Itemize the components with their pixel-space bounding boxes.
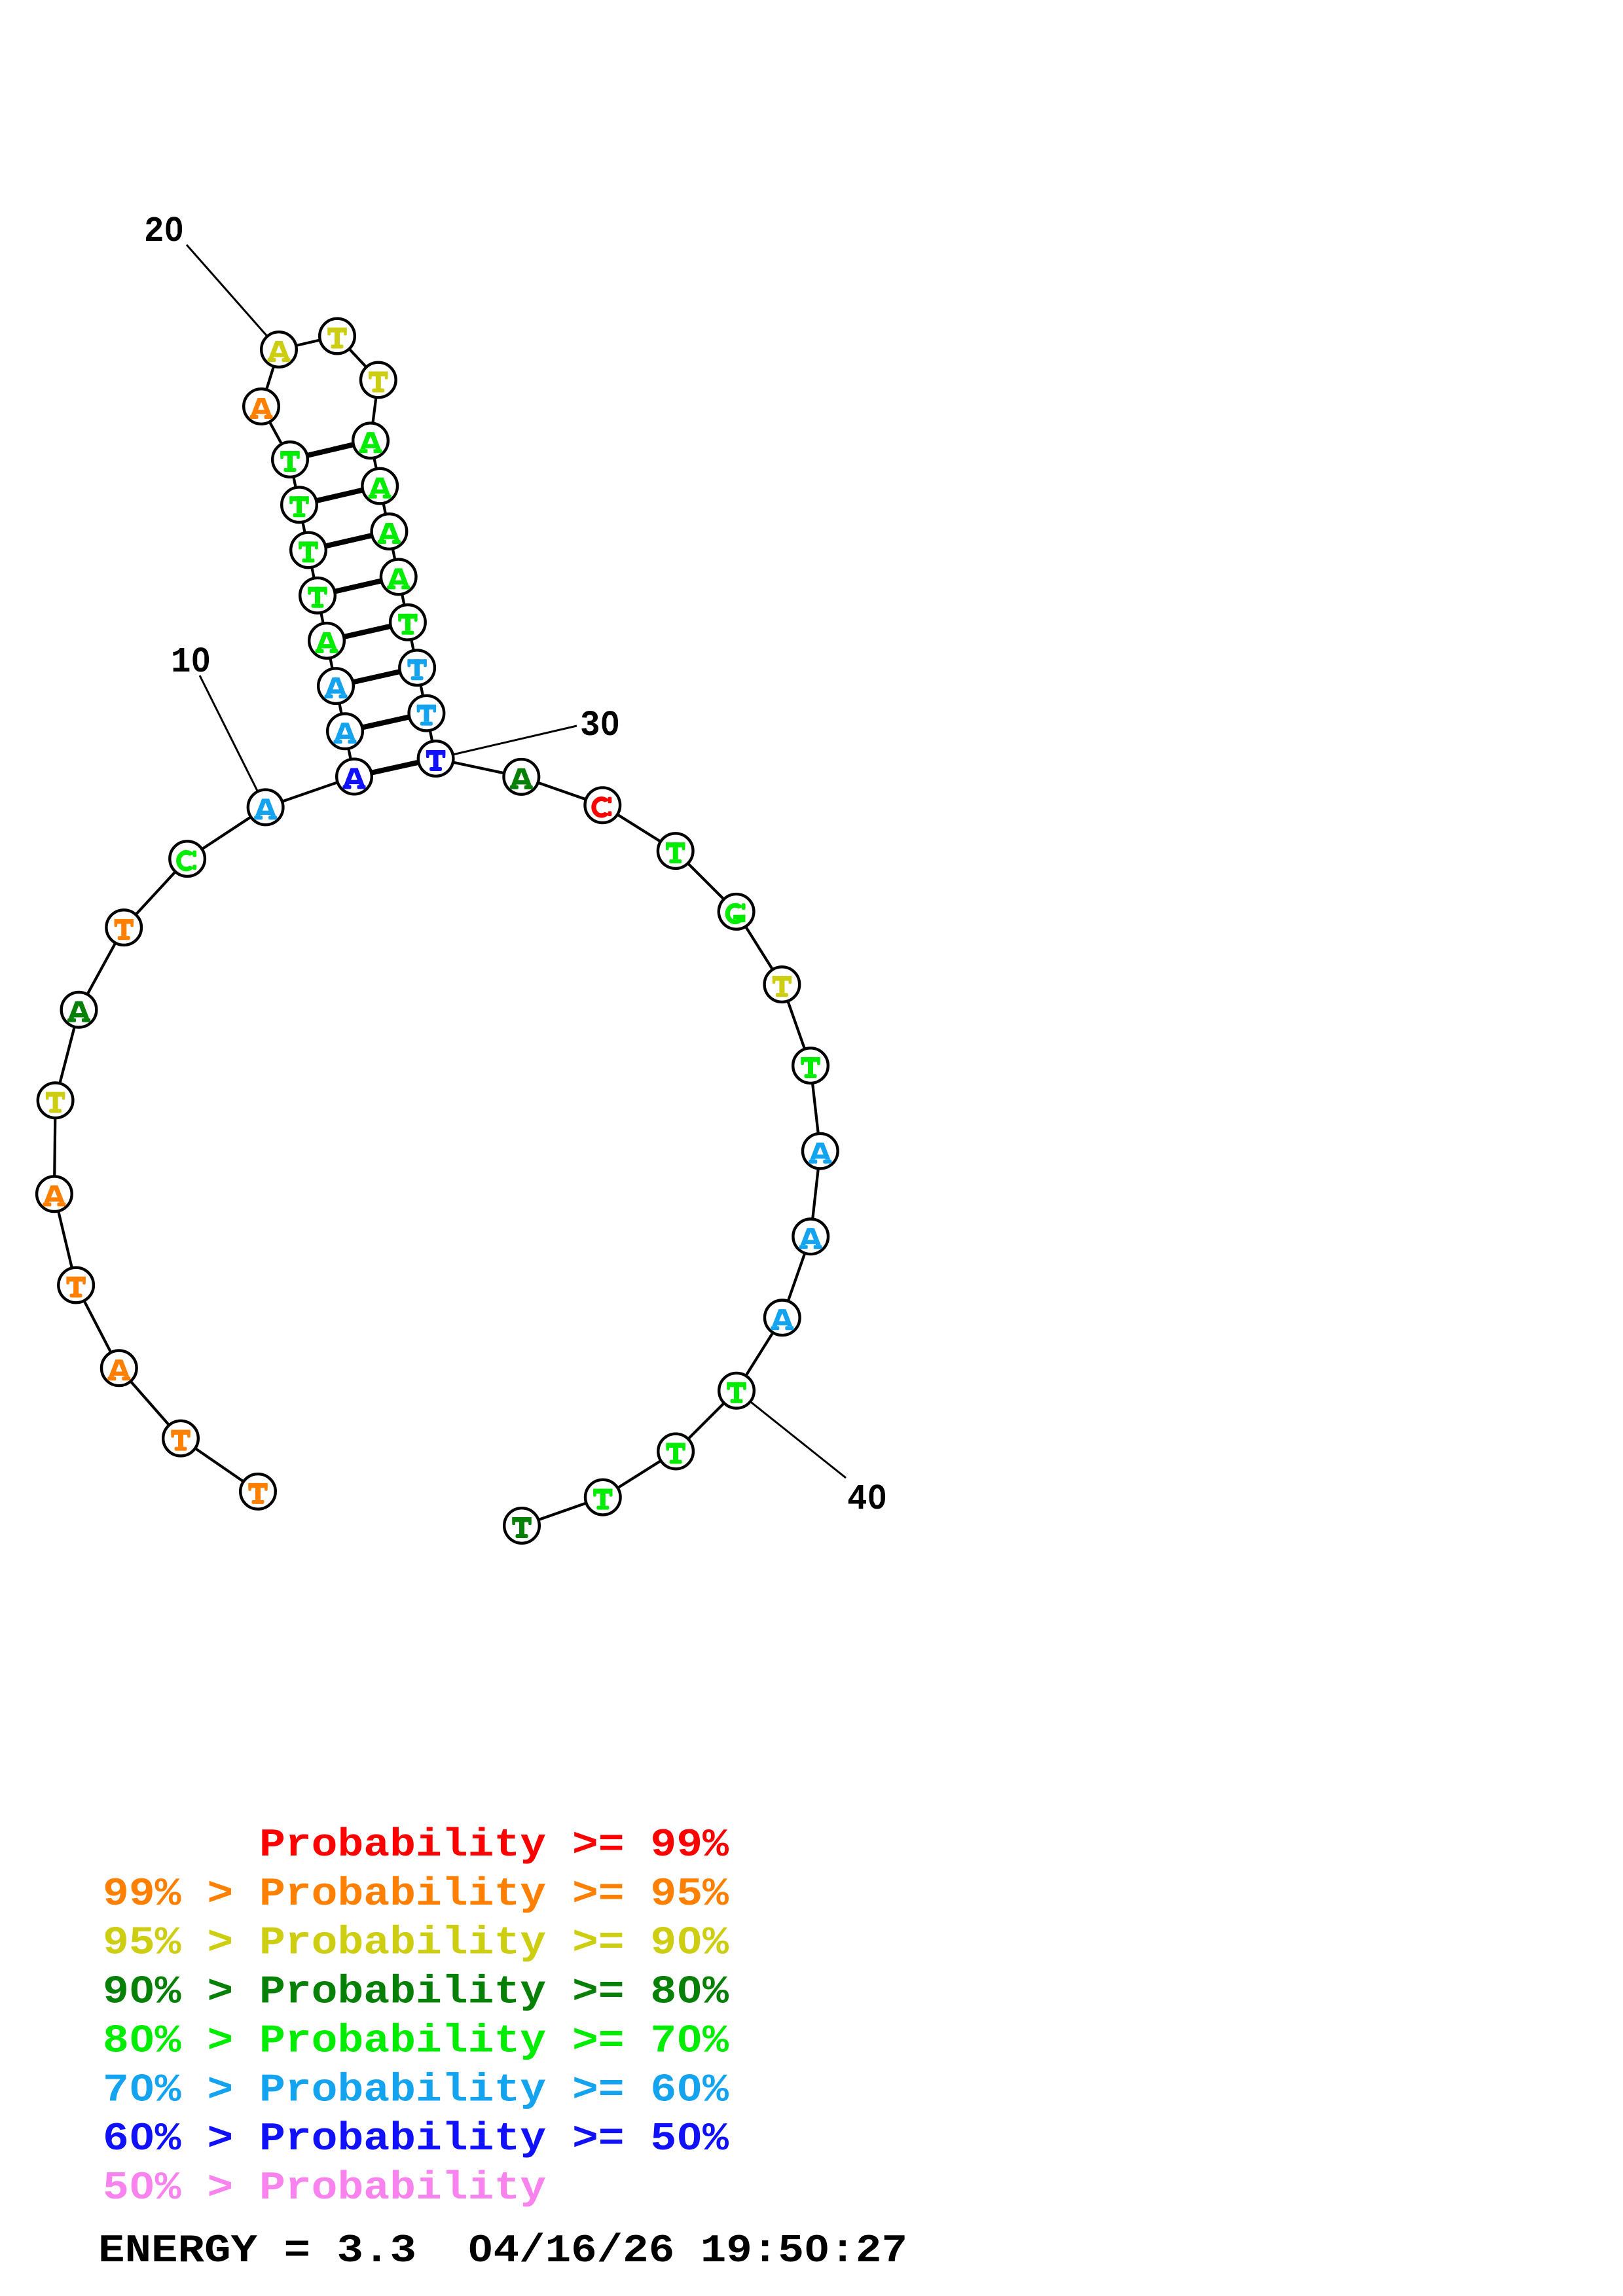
- svg-text:04/16/26 19:50:27: 04/16/26 19:50:27: [467, 2229, 907, 2274]
- svg-text:99% > Probability >= 95%: 99% > Probability >= 95%: [103, 1873, 729, 1917]
- svg-text:20: 20: [144, 212, 184, 252]
- svg-text:50% > Probability: 50% > Probability: [103, 2166, 546, 2211]
- svg-text:30: 30: [580, 706, 620, 746]
- svg-text:ENERGY = 3.3: ENERGY = 3.3: [98, 2229, 416, 2274]
- svg-text:90% > Probability >= 80%: 90% > Probability >= 80%: [103, 1971, 729, 2015]
- svg-text:95% > Probability >= 90%: 95% > Probability >= 90%: [103, 1922, 729, 1966]
- svg-text:10: 10: [171, 643, 211, 683]
- svg-text:40: 40: [847, 1480, 887, 1520]
- svg-text:60% > Probability >= 50%: 60% > Probability >= 50%: [103, 2117, 729, 2162]
- svg-text:Probability >= 99%: Probability >= 99%: [259, 1823, 729, 1868]
- svg-text:80% > Probability >= 70%: 80% > Probability >= 70%: [103, 2019, 729, 2064]
- svg-text:70% > Probability >= 60%: 70% > Probability >= 60%: [103, 2068, 729, 2113]
